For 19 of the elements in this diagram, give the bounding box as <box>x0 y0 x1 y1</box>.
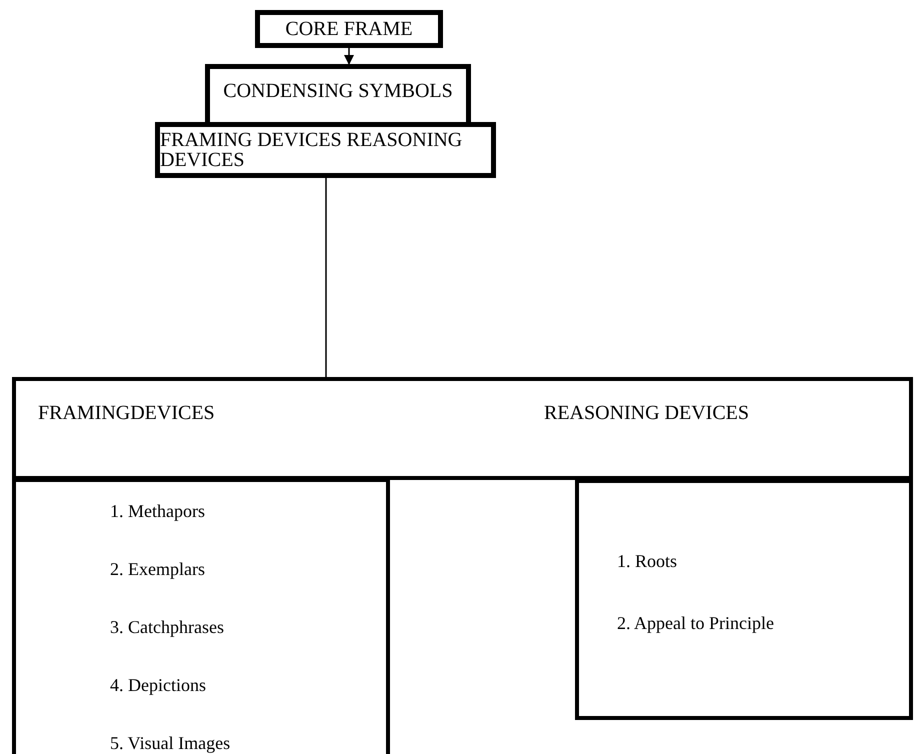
list-item: 1. Roots <box>617 550 678 573</box>
list-item: 5. Visual Images <box>110 732 230 754</box>
box-label: CORE FRAME <box>285 19 413 39</box>
list-item: 2. Exemplars <box>110 558 205 581</box>
list-box <box>12 478 390 754</box>
header-panel <box>12 377 913 480</box>
heading-text: REASONING DEVICES <box>544 401 749 426</box>
list-item: 2. Appeal to Principle <box>617 612 774 635</box>
core-box <box>255 10 443 48</box>
list-item: 1. Methapors <box>110 500 205 523</box>
list-item: 4. Depictions <box>110 674 206 697</box>
box-label: CONDENSING SYMBOLS <box>223 81 453 104</box>
list-item: 3. Catchphrases <box>110 616 224 639</box>
process-box <box>155 122 496 178</box>
connector-line <box>325 178 327 377</box>
heading-text: FRAMINGDEVICES <box>38 401 215 426</box>
list-box <box>575 479 913 720</box>
box-label: FRAMING DEVICES REASONING DEVICES <box>160 130 464 170</box>
arrow <box>344 48 354 65</box>
